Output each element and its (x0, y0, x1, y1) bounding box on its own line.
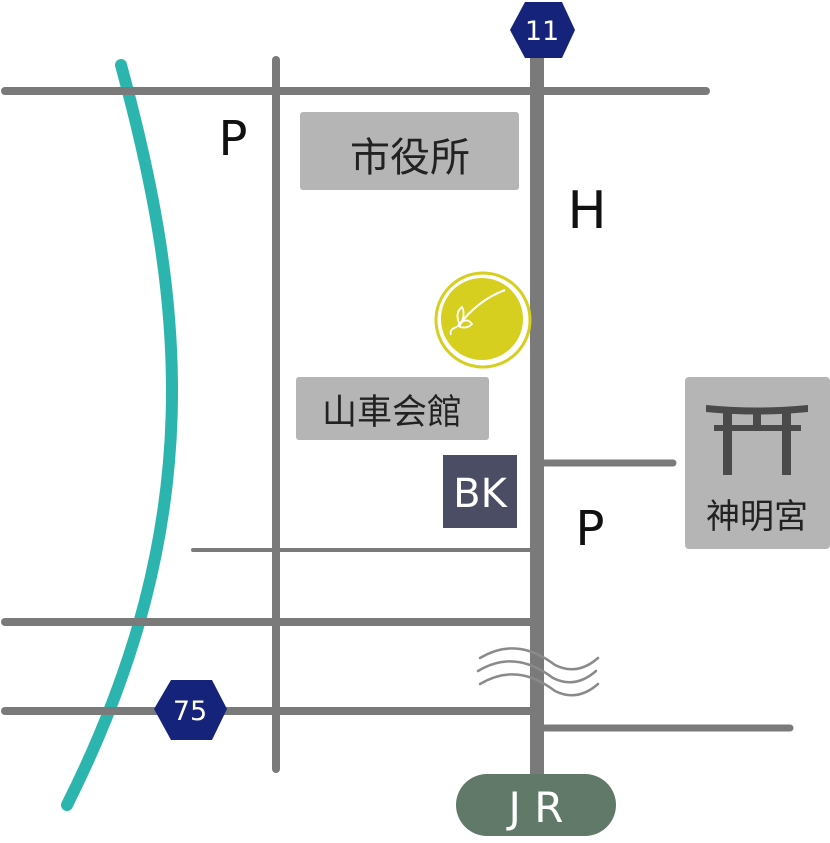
route-75-marker: 75 (154, 680, 227, 740)
parking-label-north: P (219, 111, 248, 167)
city-hall: 市役所 (300, 112, 519, 190)
river (61, 59, 179, 811)
bank-label: BK (453, 471, 508, 517)
torii-gate-icon (706, 405, 808, 475)
jr-station: J R (456, 774, 616, 836)
bank-box (443, 455, 517, 528)
building-label: 神明宮 (706, 497, 808, 537)
route-marker-hexagon (510, 2, 575, 58)
dashi-hall: 山車会館 (296, 377, 489, 440)
hospital-label: H (567, 181, 606, 241)
roads (1, 48, 794, 792)
station-pill (456, 774, 616, 836)
route-number: 75 (173, 696, 207, 727)
station-label: J R (506, 783, 564, 832)
building-box (296, 377, 489, 440)
bank: BK (443, 455, 517, 528)
route-marker-hexagon (154, 680, 227, 740)
route-11-marker: 11 (510, 2, 575, 58)
building-label: 山車会館 (322, 393, 462, 433)
parking-label-east: P (576, 501, 605, 557)
building-box (685, 377, 830, 549)
building-label: 市役所 (350, 135, 470, 181)
shrine: 神明宮 (685, 377, 830, 549)
route-number: 11 (525, 16, 559, 47)
destination-marker-icon (434, 271, 532, 369)
wavy-break-icon (476, 647, 600, 697)
building-box (300, 112, 519, 190)
